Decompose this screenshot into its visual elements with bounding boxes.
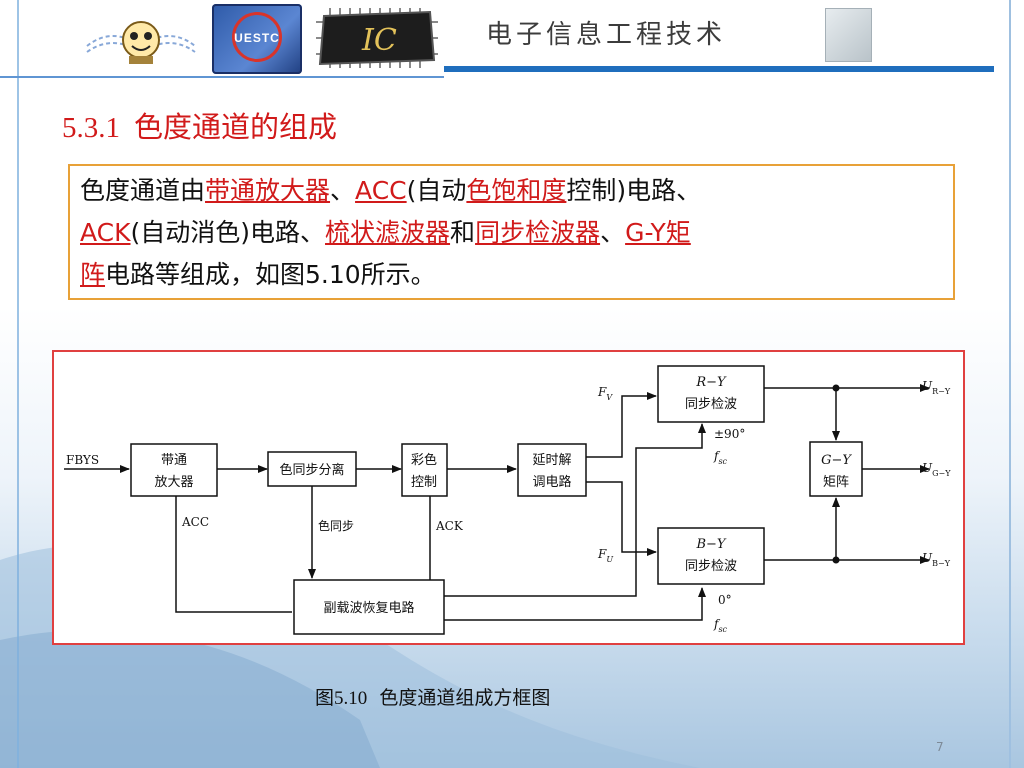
chip-thumbnail-icon	[825, 8, 872, 62]
ack-label: ACK	[435, 519, 464, 533]
uestc-logo-text: UESTC	[234, 31, 280, 45]
gy-label-2: 矩阵	[823, 475, 849, 490]
junction-dot	[832, 556, 840, 564]
block-delay-demod	[517, 443, 587, 497]
description-segment: 和	[450, 218, 476, 247]
uestc-ring-icon	[232, 12, 282, 62]
description-segment: 色度通道由	[80, 176, 206, 205]
section-title: 5.3.1 色度通道的组成	[62, 104, 337, 146]
highlight-term: ACK	[80, 218, 131, 247]
header-divider	[444, 66, 994, 72]
figure-caption: 图5.10 色度通道组成方框图	[315, 683, 550, 710]
link-fsc-0	[444, 587, 706, 621]
by-label-2: 同步检波	[685, 559, 737, 574]
block-subcarrier-recovery	[293, 579, 445, 635]
bandpass-label-1: 带通	[161, 453, 187, 468]
fu-label: FU	[597, 547, 613, 564]
gy-label-1: G−Y	[821, 453, 852, 468]
delay-label-2: 调电路	[532, 474, 571, 490]
figure-caption-text: 色度通道组成方框图	[379, 687, 551, 709]
link-acc	[172, 485, 292, 613]
phase-90-label: ±90°	[714, 427, 745, 441]
description-segment: 控制)电路、	[566, 176, 702, 205]
control-label-1: 彩色	[411, 452, 437, 468]
figure-number: 图5.10	[315, 688, 368, 709]
description-line: ACK(自动消色)电路、梳状滤波器和同步检波器、G-Y矩	[80, 212, 943, 254]
fv-label: FV	[597, 385, 613, 402]
highlight-term: 带通放大器	[205, 176, 331, 205]
block-diagram: 带通 放大器 色同步分离 彩色 控制 延时解 调电路 R−Y 同步检波 B−Y …	[52, 350, 965, 645]
delay-label-1: 延时解	[532, 453, 571, 468]
block-color-control	[401, 443, 448, 497]
highlight-term: G-Y矩	[625, 218, 691, 247]
highlight-term: 梳状滤波器	[325, 218, 451, 247]
section-title-text: 色度通道的组成	[134, 110, 338, 144]
description-line: 阵电路等组成，如图5.10所示。	[80, 254, 943, 296]
separator-label: 色同步分离	[279, 462, 344, 478]
description-segment: 电路等组成，如图5.10所示。	[105, 260, 436, 289]
phase-0-label: 0°	[718, 593, 732, 607]
slide-number: 7	[936, 740, 944, 754]
course-title: 电子信息工程技术	[486, 20, 727, 50]
block-color-sync-separator	[267, 451, 357, 487]
description-text: 色度通道由带通放大器、ACC(自动色饱和度控制)电路、 ACK(自动消色)电路、…	[80, 170, 943, 296]
description-segment: 、	[600, 218, 626, 247]
description-box: 色度通道由带通放大器、ACC(自动色饱和度控制)电路、 ACK(自动消色)电路、…	[68, 164, 955, 300]
highlight-term: 色饱和度	[466, 176, 567, 205]
by-label-1: B−Y	[695, 537, 726, 552]
link-fsc-90	[444, 423, 706, 597]
highlight-term: 阵	[80, 260, 106, 289]
highlight-term: 同步检波器	[475, 218, 601, 247]
ry-label-2: 同步检波	[685, 397, 737, 412]
block-bandpass-amp	[130, 443, 218, 497]
fsc-0-label: fsc	[713, 617, 728, 634]
header-divider-left	[0, 76, 444, 78]
link-fv	[586, 392, 657, 458]
slide-header: UESTC IC 电子信息工程技术	[0, 0, 1024, 80]
block-ry-detector	[657, 365, 765, 423]
output-uby: UB−Y	[922, 551, 951, 568]
smiley-logo-icon	[86, 21, 196, 64]
link-fu	[586, 481, 657, 556]
ic-chip-logo-icon: IC	[316, 8, 438, 68]
description-line: 色度通道由带通放大器、ACC(自动色饱和度控制)电路、	[80, 170, 943, 212]
description-segment: (自动	[406, 176, 467, 205]
uestc-logo: UESTC	[212, 4, 302, 74]
highlight-term: ACC	[355, 176, 407, 205]
bandpass-label-2: 放大器	[154, 475, 193, 490]
ic-logo-text: IC	[361, 23, 397, 58]
ry-label-1: R−Y	[695, 375, 727, 390]
color-burst-label: 色同步	[318, 519, 354, 533]
block-diagram-svg: 带通 放大器 色同步分离 彩色 控制 延时解 调电路 R−Y 同步检波 B−Y …	[64, 365, 951, 635]
block-by-detector	[657, 527, 765, 585]
acc-label: ACC	[181, 515, 209, 529]
control-label-2: 控制	[411, 475, 437, 490]
recovery-label: 副载波恢复电路	[323, 600, 414, 616]
output-ugy: UG−Y	[922, 461, 951, 478]
fsc-90-label: fsc	[713, 449, 728, 466]
junction-dot	[832, 384, 840, 392]
description-segment: (自动消色)电路、	[130, 218, 326, 247]
description-segment: 、	[330, 176, 356, 205]
output-ury: UR−Y	[922, 379, 951, 396]
section-number: 5.3.1	[62, 112, 120, 144]
input-label: FBYS	[66, 453, 99, 467]
block-gy-matrix	[809, 441, 863, 497]
